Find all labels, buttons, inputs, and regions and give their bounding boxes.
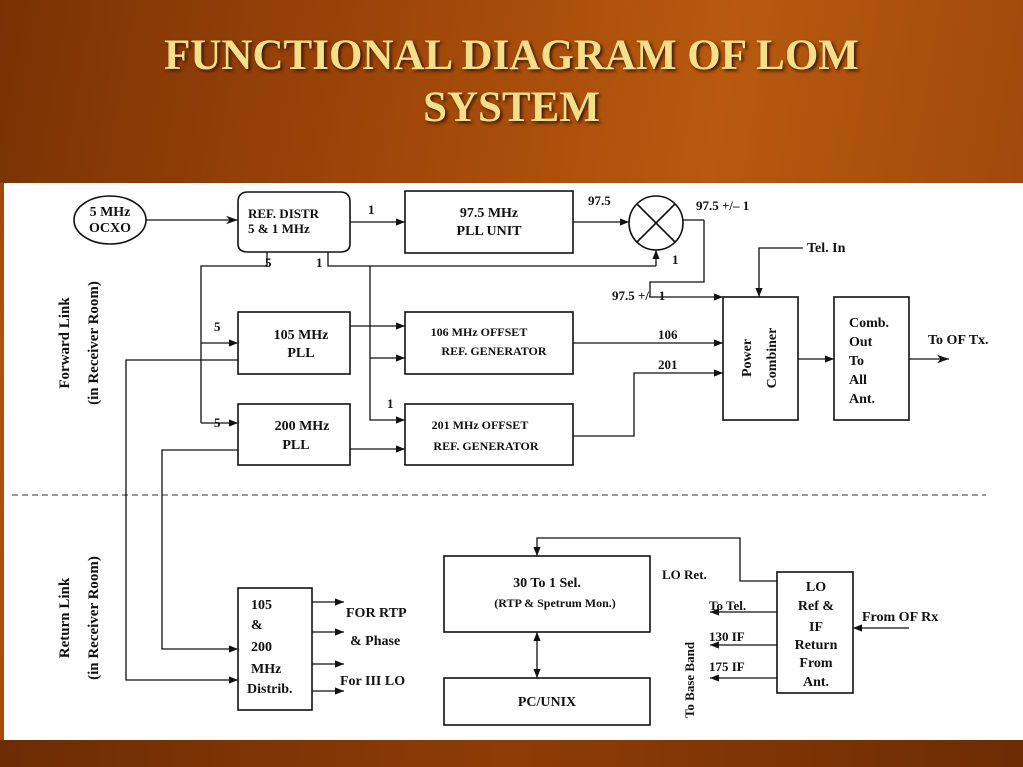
distrib-label-5: Distrib. (247, 682, 293, 697)
distrib-label-3: 200 (251, 640, 272, 655)
comb-out-label-3: To (849, 354, 864, 369)
to-base-band-label: To Base Band (682, 641, 697, 718)
combiner-in-106-label: 106 (658, 327, 678, 342)
ocxo-label-2: OCXO (89, 221, 131, 236)
power-combiner-label-2: Combiner (765, 328, 780, 389)
sel-label-2: (RTP & Spetrum Mon.) (494, 596, 616, 610)
mixer-out-label: 97.5 +/– 1 (696, 198, 749, 213)
return-link-label: Return Link (57, 577, 73, 658)
footer-band (0, 740, 1023, 767)
lo-ref-label-5: From (799, 656, 833, 671)
ocxo-label-1: 5 MHz (90, 205, 131, 220)
pc-unix-box (443, 677, 651, 726)
sel-box (443, 555, 651, 633)
return-link-sublabel: (in Receiver Room) (86, 556, 102, 680)
lo-ref-label-1: LO (806, 580, 826, 595)
to-of-tx-label: To OF Tx. (928, 333, 989, 348)
distrib-label-4: MHz (251, 662, 281, 677)
combiner-in-97-5-label: 97.5 +/– 1 (612, 288, 665, 303)
tel-in-label: Tel. In (807, 241, 846, 256)
pll-105-box (237, 311, 351, 375)
pll-97-5-box (404, 190, 574, 254)
pll-200-box (237, 403, 351, 466)
sel-label-1: 30 To 1 Sel. (513, 576, 581, 591)
offset-201-box (404, 403, 574, 466)
ref-out-5-label: 5 (265, 255, 272, 270)
pll-97-5-label-2: PLL UNIT (457, 224, 523, 239)
and-phase-label: & Phase (350, 634, 400, 649)
lo-ref-label-2: Ref & (798, 599, 834, 614)
offset201-in-1-label: 1 (387, 396, 394, 411)
ref-distr-box (237, 191, 351, 253)
pll-105-label-2: PLL (287, 346, 314, 361)
title-background (0, 0, 1023, 183)
pll-out-97-5-label: 97.5 (588, 193, 611, 208)
forward-link-sublabel: (in Receiver Room) (86, 281, 102, 405)
comb-out-label-1: Comb. (849, 316, 889, 331)
offset-201-label-1: 201 MHz OFFSET (432, 418, 529, 432)
distrib-label-2: & (251, 618, 263, 633)
functional-diagram: Forward Link (in Receiver Room) Return L… (4, 183, 1023, 740)
ref-distr-label-1: REF. DISTR (248, 206, 320, 221)
ref-out-1b-label: 1 (316, 255, 323, 270)
ref-out-1-label: 1 (368, 202, 375, 217)
title-line-1: FUNCTIONAL DIAGRAM OF LOM (164, 32, 859, 79)
lo-ref-label-6: Ant. (803, 675, 829, 690)
pll105-in-5-label: 5 (214, 319, 221, 334)
power-combiner-box (722, 296, 799, 421)
title-line-2: SYSTEM (423, 84, 600, 131)
mixer-in-1-label: 1 (672, 252, 679, 267)
pll-105-label-1: 105 MHz (274, 328, 329, 343)
for-rtp-label: FOR RTP (346, 606, 407, 621)
offset-106-label-2: REF. GENERATOR (441, 344, 546, 358)
comb-out-label-5: Ant. (849, 392, 875, 407)
from-of-rx-label: From OF Rx (862, 610, 938, 625)
for-iii-lo-label: For III LO (340, 674, 405, 689)
lo-ref-box (776, 571, 854, 694)
lo-ret-label: LO Ret. (662, 567, 707, 582)
distrib-label-1: 105 (251, 598, 272, 613)
ocxo-circle (73, 195, 147, 245)
pll200-in-5-label: 5 (214, 415, 221, 430)
pc-unix-label: PC/UNIX (518, 695, 576, 710)
comb-out-label-2: Out (849, 335, 873, 350)
if-130-label: 130 IF (709, 629, 745, 644)
power-combiner-label-1: Power (740, 339, 755, 377)
offset-106-label-1: 106 MHz OFFSET (431, 325, 528, 339)
combiner-in-201-label: 201 (658, 357, 678, 372)
offset-201-label-2: REF. GENERATOR (433, 439, 538, 453)
slide-title: FUNCTIONAL DIAGRAM OF LOM SYSTEM (0, 30, 1023, 134)
forward-link-label: Forward Link (57, 297, 73, 389)
pll-200-label-2: PLL (282, 438, 309, 453)
lo-ref-label-3: IF (809, 620, 823, 635)
pll-97-5-label-1: 97.5 MHz (460, 206, 518, 221)
ref-distr-label-2: 5 & 1 MHz (248, 221, 310, 236)
comb-out-label-4: All (849, 373, 867, 388)
pll-200-label-1: 200 MHz (275, 419, 330, 434)
lo-ref-label-4: Return (795, 638, 838, 653)
offset-106-box (404, 311, 574, 375)
to-tel-label: To Tel. (709, 598, 746, 613)
if-175-label: 175 IF (709, 659, 745, 674)
